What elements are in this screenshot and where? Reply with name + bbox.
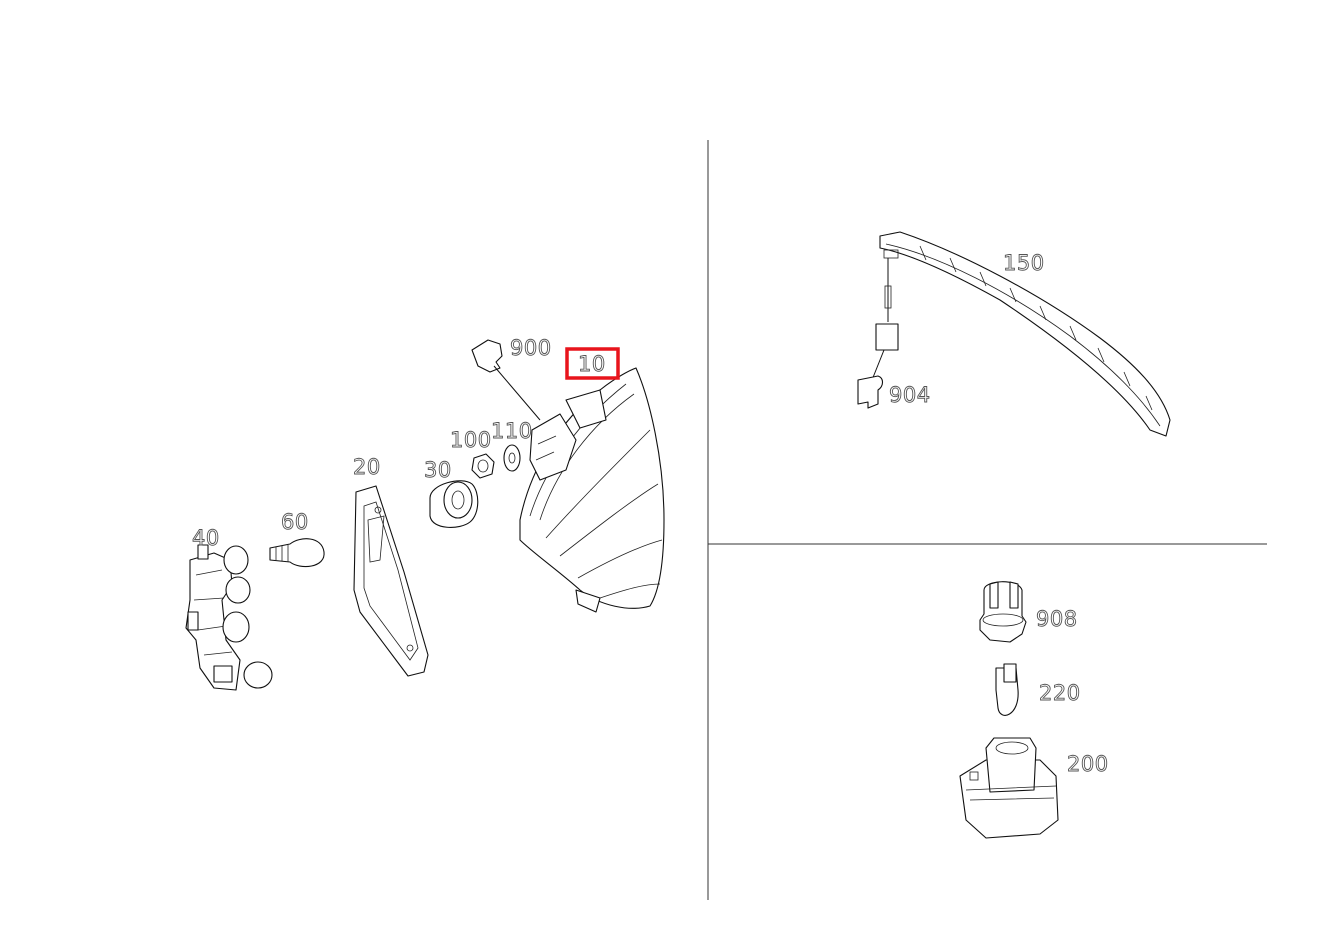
callout-100[interactable]: 100 — [450, 428, 492, 453]
callout-40[interactable]: 40 — [192, 526, 220, 551]
callout-900[interactable]: 900 — [510, 336, 552, 361]
callout-908[interactable]: 908 — [1036, 607, 1078, 632]
part-110-washer[interactable] — [503, 444, 521, 472]
callout-10-highlight-box — [565, 347, 620, 380]
part-200-license-lamp[interactable] — [959, 737, 1059, 839]
part-908-bulb-socket[interactable] — [979, 581, 1027, 643]
part-40-bulb-carrier[interactable] — [185, 544, 273, 691]
callout-30[interactable]: 30 — [424, 458, 452, 483]
callout-10[interactable]: 10 — [578, 352, 606, 377]
callout-200[interactable]: 200 — [1067, 752, 1109, 777]
callout-20[interactable]: 20 — [353, 455, 381, 480]
part-904-connector[interactable] — [857, 375, 884, 409]
part-220-wedge-bulb[interactable] — [995, 663, 1019, 716]
callout-904[interactable]: 904 — [889, 383, 931, 408]
callout-110[interactable]: 110 — [491, 419, 533, 444]
callout-60[interactable]: 60 — [281, 510, 309, 535]
part-150-brake-light-strip[interactable] — [871, 231, 1171, 437]
part-20-gasket[interactable] — [353, 485, 429, 677]
part-900-connector[interactable] — [471, 339, 541, 421]
callout-220[interactable]: 220 — [1039, 681, 1081, 706]
part-30-grommet[interactable] — [429, 480, 479, 528]
part-10-tail-lamp[interactable] — [519, 367, 665, 613]
callout-150[interactable]: 150 — [1003, 251, 1045, 276]
part-100-nut[interactable] — [471, 453, 495, 479]
part-60-bulb[interactable] — [269, 538, 325, 568]
